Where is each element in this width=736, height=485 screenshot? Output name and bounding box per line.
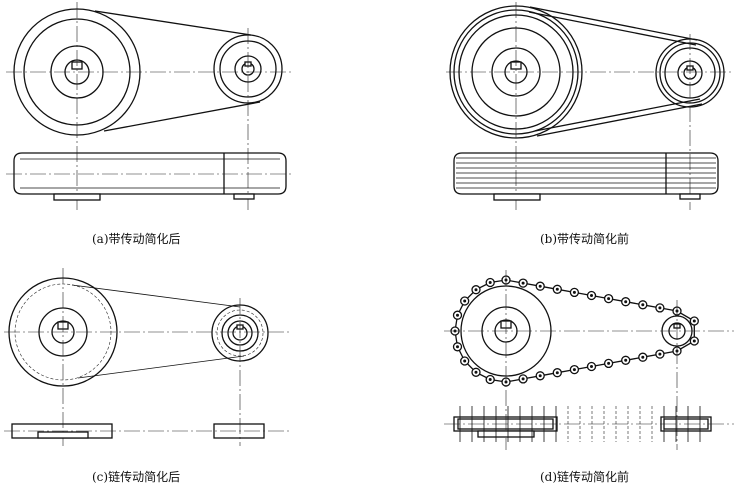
belt-icon bbox=[528, 6, 703, 137]
caption-d: (d)链传动简化前 bbox=[540, 470, 630, 484]
chain-pin bbox=[624, 358, 628, 362]
side-view-a bbox=[6, 152, 292, 201]
chain-pin bbox=[555, 371, 559, 375]
chain-pin bbox=[488, 378, 492, 381]
chain-pin bbox=[572, 290, 576, 294]
caption-b: (b)带传动简化前 bbox=[540, 232, 630, 246]
chain-pin bbox=[555, 287, 559, 291]
chain-pin bbox=[607, 297, 611, 301]
chain-icon bbox=[71, 284, 245, 379]
chain-pin bbox=[474, 370, 478, 374]
panel-b-belt-detailed bbox=[446, 2, 734, 210]
side-view-d bbox=[444, 406, 734, 442]
chain-pin bbox=[572, 368, 576, 372]
small-pulley-icon bbox=[213, 34, 283, 104]
caption-a: (a)带传动简化后 bbox=[92, 232, 181, 246]
chain-pin bbox=[692, 319, 696, 323]
chain-pin bbox=[521, 281, 525, 285]
side-view-b bbox=[453, 152, 719, 201]
chain-pin bbox=[463, 299, 467, 303]
chain-pin bbox=[538, 374, 542, 378]
panel-d-chain-detailed bbox=[444, 270, 734, 450]
chain-outline bbox=[454, 279, 695, 383]
chain-pin bbox=[538, 284, 542, 288]
panel-a-belt-simplified bbox=[6, 2, 292, 210]
belt-icon bbox=[94, 10, 261, 132]
chain-pin bbox=[658, 352, 662, 356]
chain-pin bbox=[658, 306, 662, 310]
chain-pin bbox=[692, 339, 696, 343]
panel-c-chain-simplified bbox=[4, 268, 292, 446]
chain-link-ticks bbox=[459, 406, 701, 442]
chain-pin bbox=[488, 281, 492, 284]
chain-pin bbox=[590, 365, 593, 368]
caption-c: (c)链传动简化后 bbox=[92, 470, 181, 484]
chain-pin bbox=[456, 345, 459, 349]
side-view-c bbox=[4, 423, 292, 439]
chain-pin bbox=[463, 359, 467, 363]
chain-pin bbox=[590, 294, 593, 297]
chain-pin bbox=[456, 313, 459, 317]
chain-pin bbox=[641, 355, 645, 359]
chain-pin bbox=[607, 361, 611, 365]
chain-pin bbox=[641, 303, 645, 307]
chain-pin bbox=[521, 377, 525, 381]
chain-pin bbox=[474, 288, 478, 292]
chain-pin bbox=[624, 300, 628, 304]
